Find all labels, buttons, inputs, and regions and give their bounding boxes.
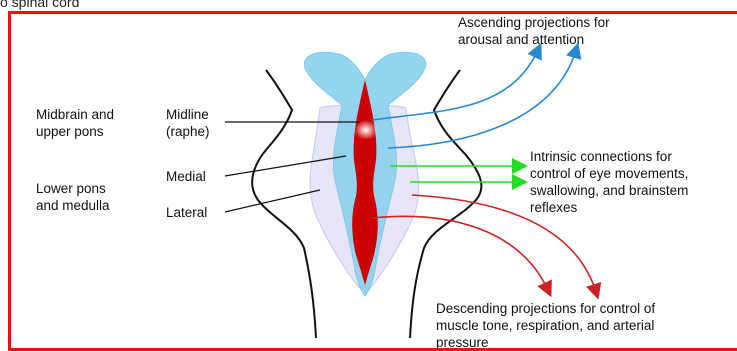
label-ascending-projections: Ascending projections for arousal and at… [458, 14, 610, 48]
label-lower-pons-medulla: Lower pons and medulla [36, 180, 110, 214]
raphe-highlight [354, 120, 378, 140]
label-intrinsic-connections: Intrinsic connections for control of eye… [530, 148, 688, 216]
label-descending-projections: Descending projections for control of mu… [436, 300, 655, 351]
label-midbrain-upper-pons: Midbrain and upper pons [36, 106, 114, 140]
label-lateral: Lateral [166, 204, 207, 221]
lateral-leader-line [225, 190, 320, 212]
label-medial: Medial [166, 168, 206, 185]
label-midline: Midline (raphe) [166, 106, 210, 140]
